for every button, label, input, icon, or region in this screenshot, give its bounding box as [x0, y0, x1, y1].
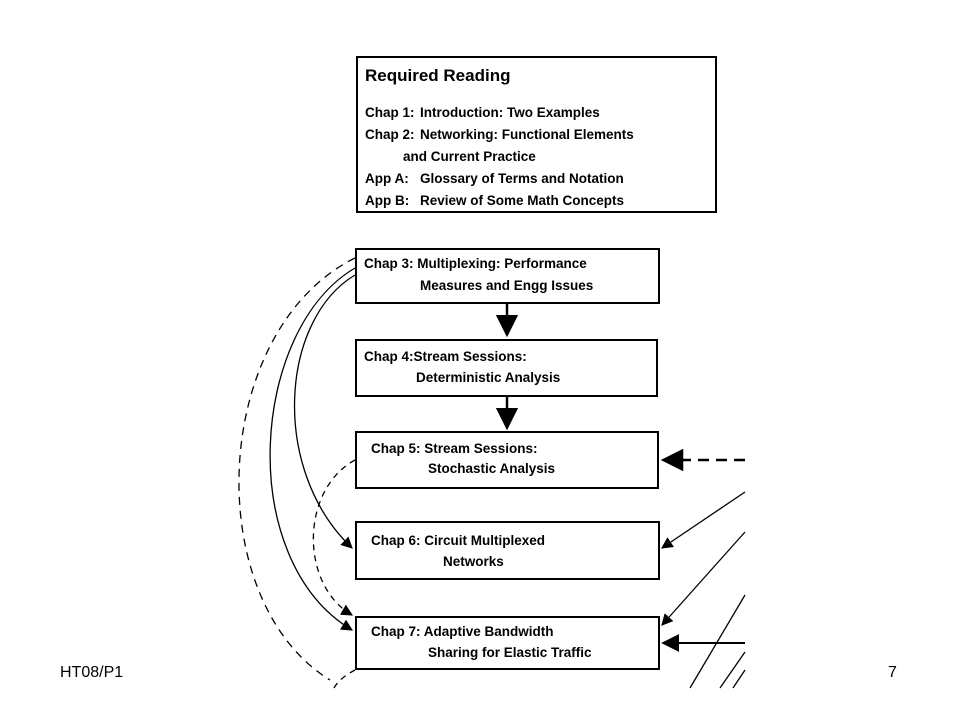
chap7-line2: Sharing for Elastic Traffic — [428, 645, 592, 660]
chap6-line2: Networks — [443, 554, 504, 569]
reading-label-appb: App B: — [365, 193, 410, 208]
reading-text-chap2-cont: and Current Practice — [403, 149, 536, 164]
dashed-arrow-chap3-outer — [238, 257, 356, 681]
chapter-box-chap7: Chap 7: Adaptive Bandwidth Sharing for E… — [355, 616, 660, 670]
reading-label-chap1: Chap 1: — [365, 105, 415, 120]
reading-text-appa: Glossary of Terms and Notation — [420, 171, 624, 186]
chapter-box-chap5: Chap 5: Stream Sessions: Stochastic Anal… — [355, 431, 659, 489]
required-reading-title: Required Reading — [365, 66, 511, 85]
slide-page-number: 7 — [888, 664, 897, 681]
chapter-box-chap3: Chap 3: Multiplexing: Performance Measur… — [355, 248, 660, 304]
chap5-line2: Stochastic Analysis — [428, 461, 556, 476]
reading-text-appb: Review of Some Math Concepts — [420, 193, 625, 208]
reading-label-chap2: Chap 2: — [365, 127, 415, 142]
chap3-line2: Measures and Engg Issues — [420, 278, 594, 293]
arrow-chap3-to-chap6 — [293, 274, 356, 549]
chap4-line1: Chap 4:Stream Sessions: — [364, 349, 527, 364]
chapter-box-chap4: Chap 4:Stream Sessions: Deterministic An… — [355, 339, 658, 397]
arrow-into-chap7-diagonal — [661, 531, 746, 626]
chapter-box-chap6: Chap 6: Circuit Multiplexed Networks — [355, 521, 660, 580]
dashed-arrow-bottom-fragment — [331, 669, 356, 693]
dashed-arrow-chap5-to-chap7 — [312, 459, 356, 616]
slide-footer-label: HT08/P1 — [60, 664, 124, 681]
line-right-fragment-2 — [719, 651, 746, 689]
line-right-fragment-3 — [732, 669, 746, 689]
reading-label-appa: App A: — [365, 171, 409, 186]
reading-text-chap2: Networking: Functional Elements — [420, 127, 634, 142]
chap5-line1: Chap 5: Stream Sessions: — [371, 441, 538, 456]
chap4-line2: Deterministic Analysis — [416, 370, 561, 385]
chap3-line1: Chap 3: Multiplexing: Performance — [364, 256, 587, 271]
required-reading-box: Required Reading Chap 1: Introduction: T… — [356, 56, 717, 213]
reading-text-chap1: Introduction: Two Examples — [420, 105, 600, 120]
arrow-into-chap6 — [661, 491, 746, 549]
chap7-line1: Chap 7: Adaptive Bandwidth — [371, 624, 554, 639]
arrow-chap3-to-chap7 — [269, 267, 356, 631]
chap6-line1: Chap 6: Circuit Multiplexed — [371, 533, 546, 548]
line-right-fragment-1 — [689, 594, 746, 689]
